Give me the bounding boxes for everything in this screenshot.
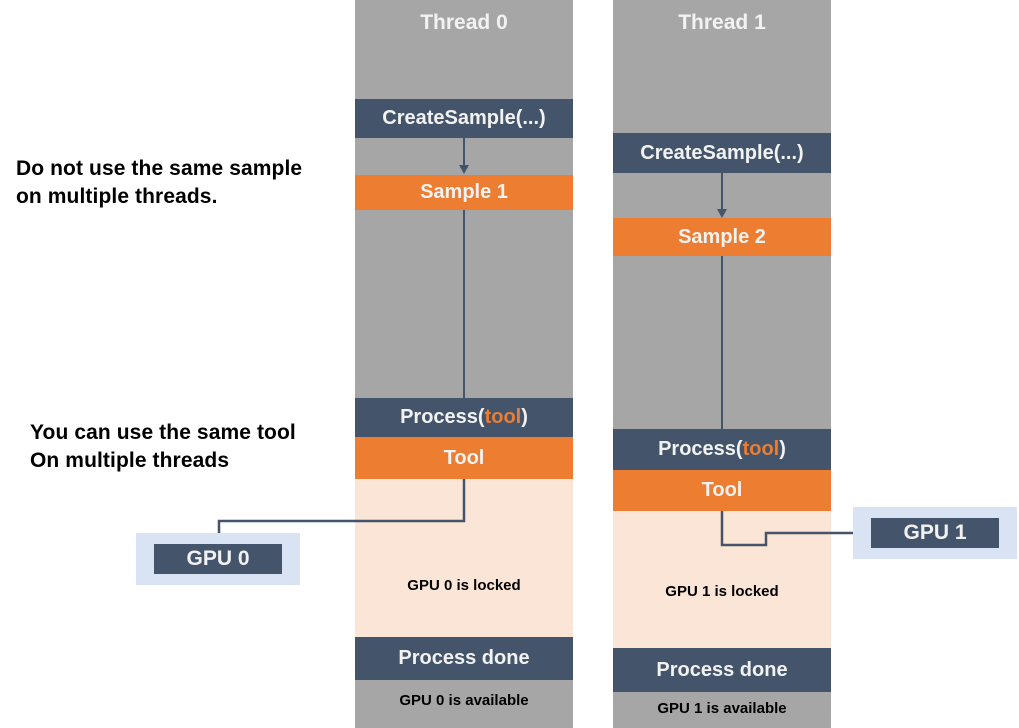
thread-0-available-region: GPU 0 is available (355, 680, 573, 728)
thread-0-process-block: Process(tool) (355, 398, 573, 437)
thread-0-title: Thread 0 (420, 11, 508, 34)
note-shared-tool: You can use the same tool On multiple th… (30, 421, 296, 472)
thread-1-process-suffix: ) (779, 438, 786, 460)
thread-0-process-prefix: Process( (400, 406, 485, 428)
thread-1-available-region: GPU 1 is available (613, 692, 831, 728)
thread-1-tool-block: Tool (613, 470, 831, 511)
thread-1-process-done-block: Process done (613, 648, 831, 692)
thread-0-locked-region: GPU 0 is locked (355, 479, 573, 637)
thread-0-sample-block: Sample 1 (355, 175, 573, 210)
thread-1-title: Thread 1 (678, 11, 766, 34)
thread-1-locked-region: GPU 1 is locked (613, 511, 831, 648)
thread-1-sample-block: Sample 2 (613, 218, 831, 256)
gpu-0-callout[interactable]: GPU 0 (136, 533, 300, 585)
thread-0-process-arg: tool (484, 406, 522, 428)
thread-1-column: Thread 1 CreateSample(...) Sample 2 Proc… (613, 0, 831, 728)
thread-0-tool-block: Tool (355, 437, 573, 479)
gpu-1-label: GPU 1 (871, 518, 999, 548)
thread-1-process-block: Process(tool) (613, 429, 831, 470)
thread-0-process-suffix: ) (521, 406, 528, 428)
gpu-0-label: GPU 0 (154, 544, 282, 574)
thread-1-create-sample-block: CreateSample(...) (613, 133, 831, 173)
thread-1-process-prefix: Process( (658, 438, 743, 460)
thread-0-create-sample-block: CreateSample(...) (355, 99, 573, 138)
thread-1-process-arg: tool (742, 438, 780, 460)
thread-0-column: Thread 0 CreateSample(...) Sample 1 Proc… (355, 0, 573, 728)
thread-0-process-done-block: Process done (355, 637, 573, 680)
note-no-shared-sample: Do not use the same sample on multiple t… (16, 157, 303, 208)
gpu-1-callout[interactable]: GPU 1 (853, 507, 1017, 559)
